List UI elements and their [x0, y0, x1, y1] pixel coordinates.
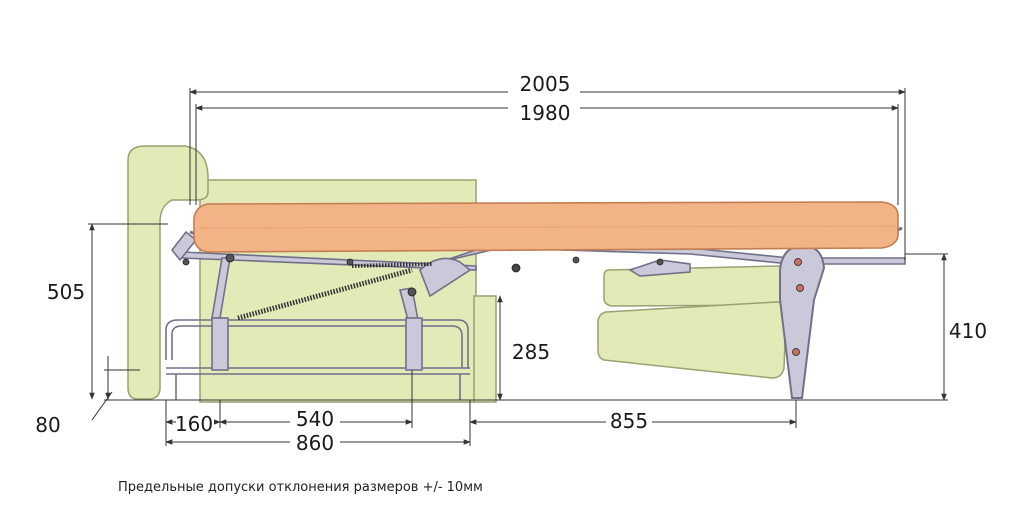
dim-overall-length: 2005 [520, 72, 571, 96]
mattress-seam [199, 225, 897, 229]
swing-arm [779, 244, 826, 399]
springs [237, 262, 433, 321]
tolerance-note: Предельные допуски отклонения размеров +… [118, 480, 483, 495]
dim-mid-width: 540 [296, 407, 334, 431]
lower-cushion [597, 301, 787, 379]
dim-seat-height: 505 [47, 280, 85, 304]
front-seat-strip [473, 295, 497, 403]
dim-extension: 855 [610, 409, 648, 433]
dim-mattress-length: 1980 [520, 101, 571, 125]
dimension-lines [88, 88, 948, 446]
armrest [127, 145, 209, 400]
dim-end-height: 410 [949, 319, 987, 343]
pivot-bolts [182, 253, 804, 356]
dim-folded-depth: 860 [296, 431, 334, 455]
dim-armrest-width: 160 [175, 412, 213, 436]
dim-frame-height: 285 [512, 340, 550, 364]
dim-leg-height: 80 [35, 413, 60, 437]
